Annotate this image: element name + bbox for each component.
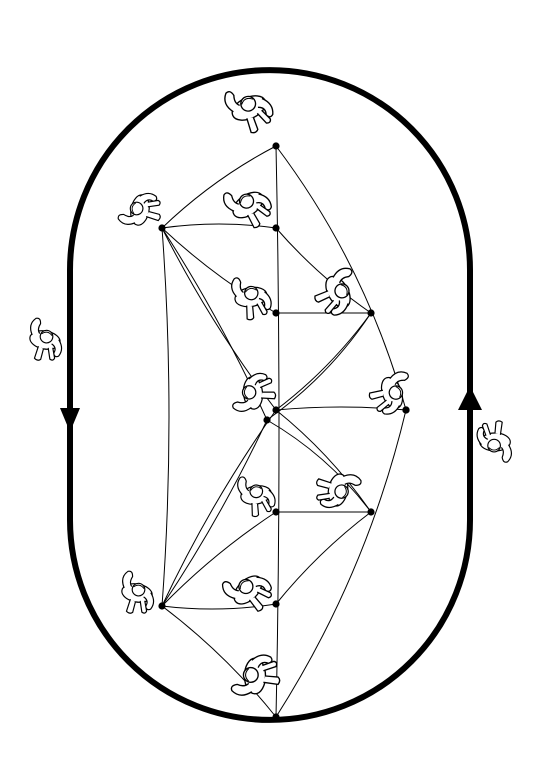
- node-dot-icon: [402, 406, 410, 414]
- person-top-view-icon: [224, 90, 274, 134]
- connection-line: [161, 603, 277, 610]
- connection-line: [275, 409, 372, 513]
- person-top-view-icon: [230, 654, 281, 696]
- person-top-view-icon: [117, 192, 161, 226]
- person-top-view-icon: [368, 371, 409, 415]
- connection-line: [275, 511, 372, 605]
- connection-line: [161, 223, 277, 229]
- track-arrow-down-icon: [60, 408, 80, 432]
- person-top-view-icon: [121, 570, 155, 614]
- node-dot-icon: [272, 309, 280, 317]
- person-top-view-icon: [221, 575, 272, 612]
- node-dot-icon: [272, 142, 280, 150]
- connection-line: [266, 419, 372, 513]
- node-dot-icon: [272, 713, 280, 721]
- person-top-view-icon: [237, 476, 276, 518]
- connection-line: [161, 605, 277, 718]
- node-dot-icon: [263, 416, 271, 424]
- person-top-view-icon: [316, 473, 362, 509]
- connection-line: [161, 511, 277, 607]
- connection-line: [275, 227, 372, 314]
- connection-line: [161, 409, 277, 607]
- connection-line: [275, 145, 407, 411]
- connection-line: [266, 312, 372, 421]
- connection-line: [161, 145, 277, 229]
- node-dot-icon: [158, 602, 166, 610]
- node-dot-icon: [367, 508, 375, 516]
- node-dot-icon: [272, 508, 280, 516]
- node-dot-icon: [272, 406, 280, 414]
- person-top-view-icon: [314, 267, 353, 316]
- connection-line: [161, 227, 170, 607]
- node-group: [158, 142, 410, 721]
- connection-line: [275, 312, 372, 411]
- node-dot-icon: [158, 224, 166, 232]
- person-top-view-icon: [222, 191, 273, 229]
- connection-lines: [161, 145, 407, 718]
- track-arrow-up-icon: [458, 386, 482, 410]
- node-dot-icon: [272, 600, 280, 608]
- connection-line: [275, 409, 407, 718]
- person-top-view-icon: [476, 420, 513, 463]
- connection-line: [161, 419, 268, 607]
- people-group: [29, 90, 513, 696]
- node-dot-icon: [272, 224, 280, 232]
- person-top-view-icon: [29, 317, 63, 361]
- node-dot-icon: [367, 309, 375, 317]
- track-oval: [67, 67, 473, 723]
- person-top-view-icon: [232, 372, 277, 412]
- person-top-view-icon: [231, 277, 272, 321]
